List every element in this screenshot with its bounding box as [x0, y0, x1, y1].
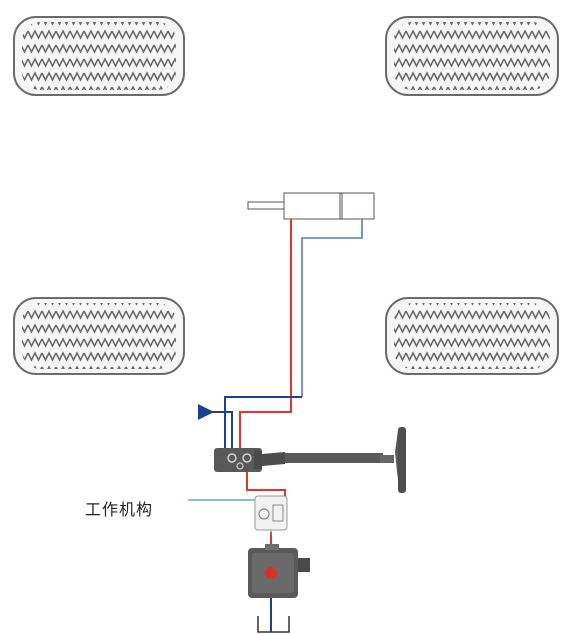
oil-tank — [257, 616, 290, 633]
working-mechanism-label: 工作机构 — [85, 500, 154, 519]
tire-front-left — [13, 16, 185, 96]
steering-wheel — [395, 427, 406, 493]
steering-cylinder — [247, 192, 375, 220]
tire-front-right — [385, 16, 559, 96]
actuator-return-line — [301, 219, 363, 397]
steering-valve — [214, 448, 262, 472]
hydraulic-pump — [248, 544, 310, 598]
steering-column — [262, 452, 394, 466]
tire-rear-right — [385, 297, 559, 375]
tire-rear-left — [13, 297, 185, 375]
return-lines — [198, 396, 302, 632]
priority-valve — [254, 495, 288, 535]
